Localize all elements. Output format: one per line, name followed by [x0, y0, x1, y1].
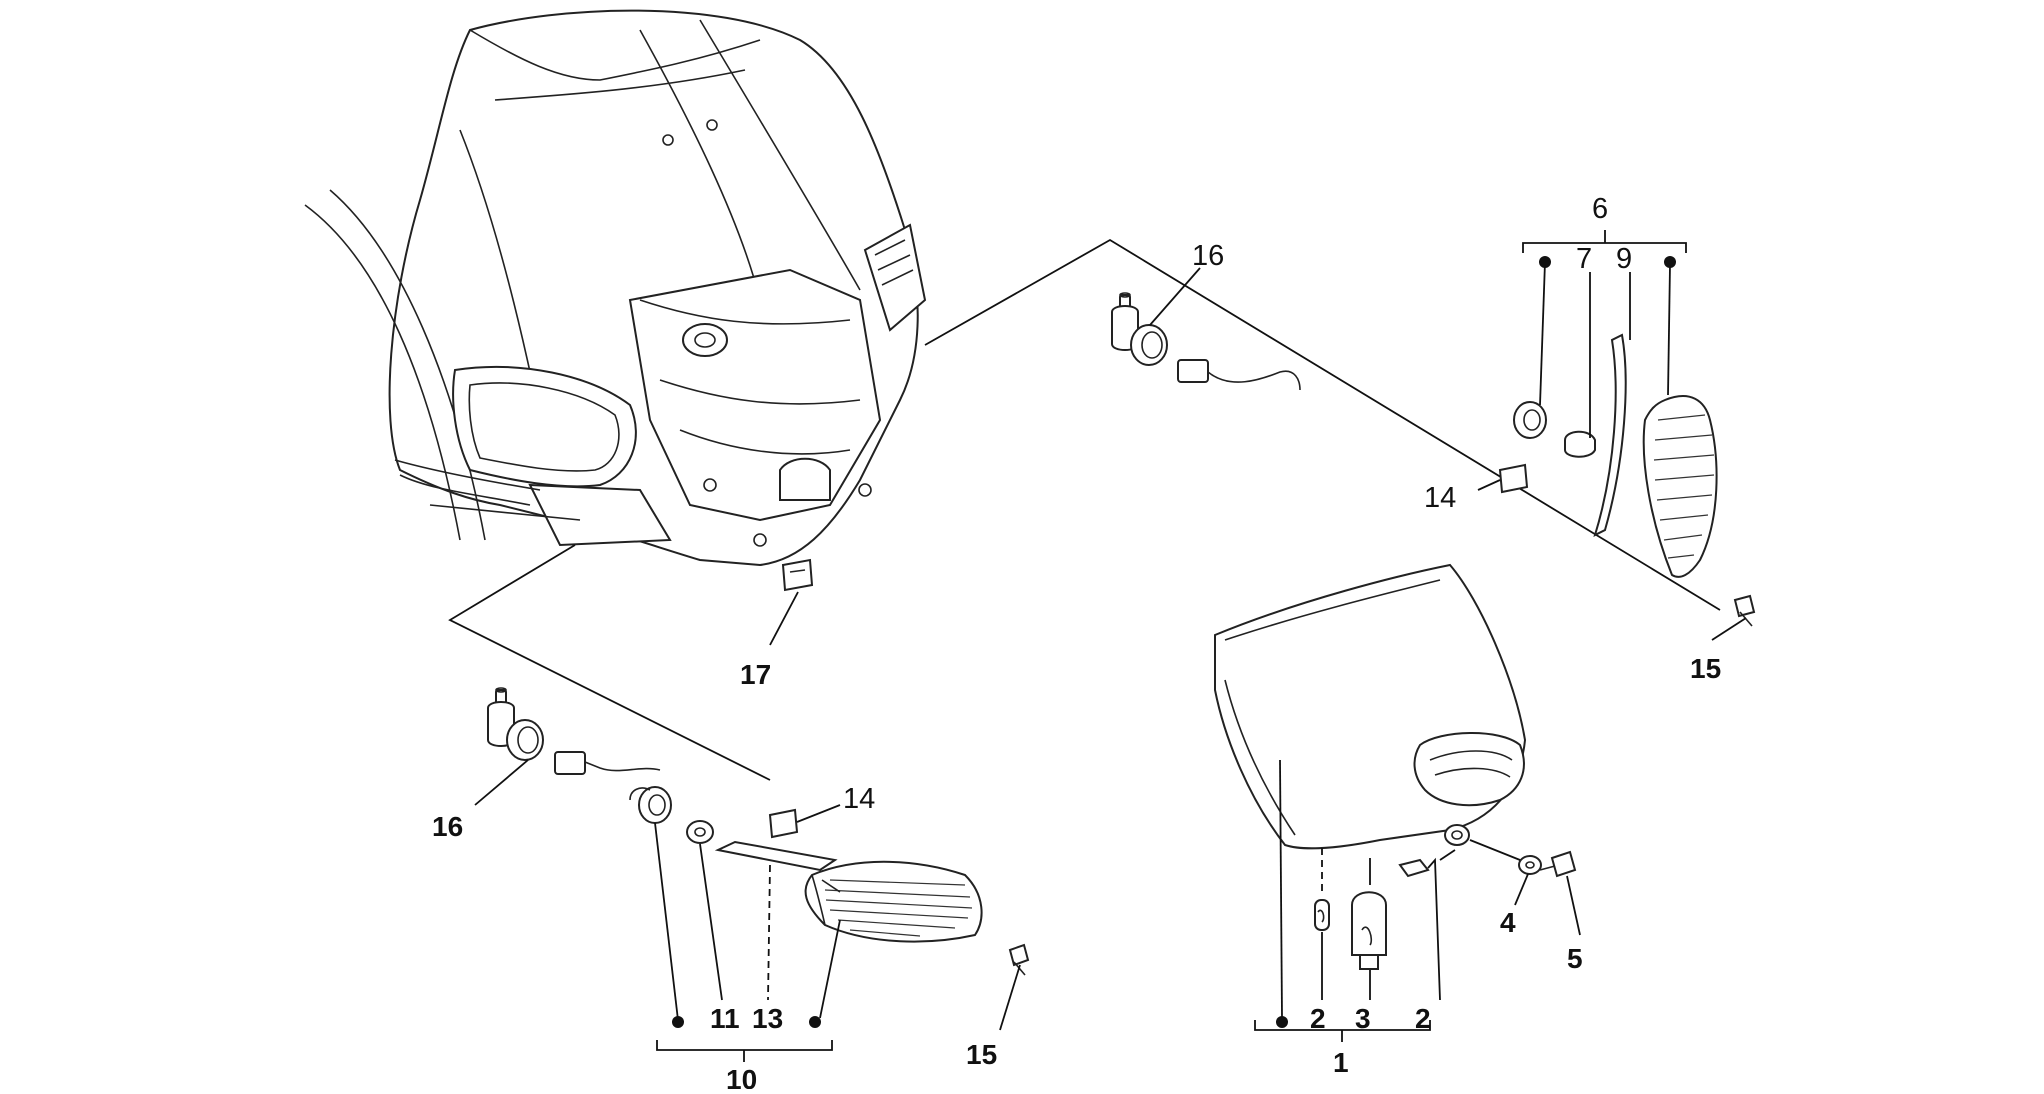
left-washer-11: [686, 820, 723, 1001]
front-body-shell: [304, 9, 927, 567]
right-lamp-holder: [1513, 256, 1551, 439]
tail-light-lens: [1214, 563, 1527, 1028]
bracket-1: [1254, 1020, 1431, 1042]
callout-16-left: 16: [432, 811, 463, 842]
callout-15-left: 15: [966, 1039, 997, 1070]
callout-9: 9: [1616, 243, 1632, 275]
callout-3: 3: [1355, 1003, 1371, 1034]
callout-11: 11: [710, 1003, 740, 1034]
callout-5: 5: [1567, 943, 1583, 974]
callout-7: 7: [1576, 243, 1592, 275]
small-bulb-2-left: [1314, 848, 1330, 1000]
callout-2-a: 2: [1310, 1003, 1326, 1034]
left-lamp-holder: [629, 786, 684, 1028]
right-clip-14: [1477, 463, 1529, 494]
right-washer-7: [1564, 272, 1596, 458]
callout-2-b: 2: [1415, 1003, 1431, 1034]
callout-15-right: 15: [1690, 653, 1721, 684]
callout-6: 6: [1592, 193, 1608, 225]
left-gasket-13: [714, 840, 838, 1001]
callout-10: 10: [726, 1064, 757, 1089]
left-bulb-socket-16: [474, 687, 661, 806]
callout-13: 13: [752, 1003, 783, 1034]
callout-14-right: 14: [1424, 482, 1456, 514]
bracket-10: [656, 1040, 833, 1062]
washer-4: [1469, 839, 1542, 906]
right-gasket-9: [1593, 272, 1631, 537]
callout-1: 1: [1333, 1047, 1349, 1078]
main-bulb-3: [1351, 858, 1387, 1000]
left-screw-15: [999, 943, 1030, 1031]
callout-4: 4: [1500, 907, 1516, 938]
callout-16-right: 16: [1192, 240, 1224, 272]
left-clip-14: [768, 804, 841, 839]
bracket-6: [1522, 230, 1687, 253]
right-bulb-socket-16: [1111, 267, 1301, 391]
right-lens: [1642, 256, 1718, 578]
clip-nut-17: [769, 558, 814, 646]
small-bulb-2-right: [1398, 849, 1456, 1001]
right-screw-15: [1711, 594, 1756, 641]
screw-5: [1539, 850, 1581, 936]
left-lens: [804, 860, 983, 1028]
callout-14-left: 14: [843, 783, 875, 815]
callout-17: 17: [740, 659, 771, 690]
